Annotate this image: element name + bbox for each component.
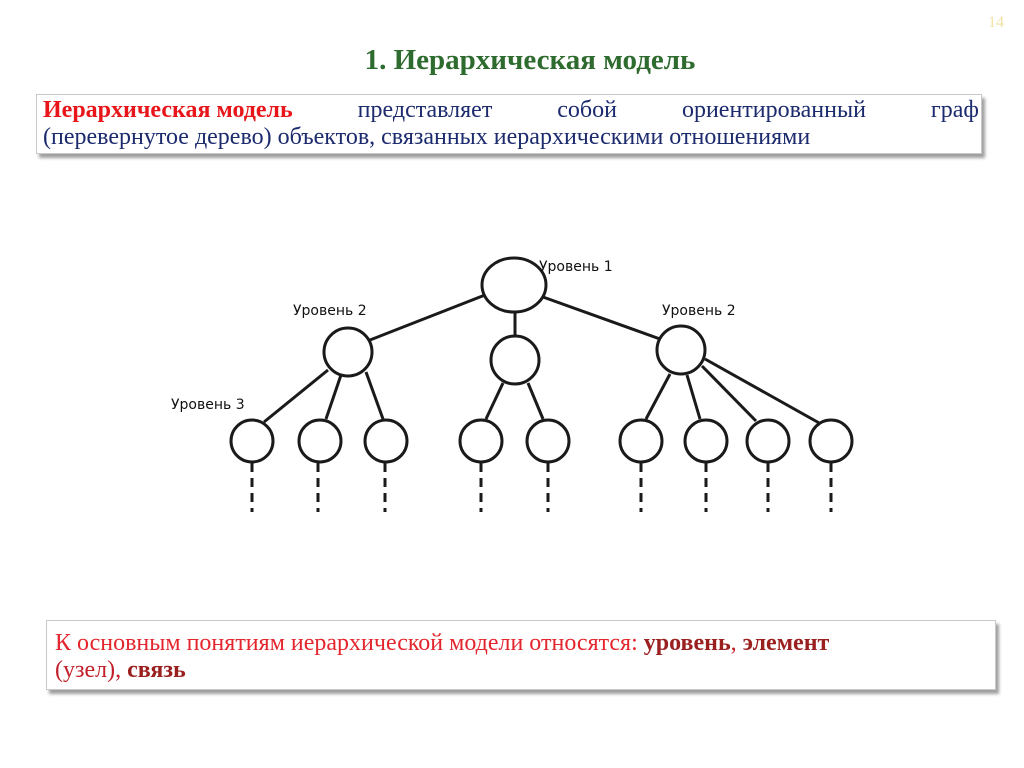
concepts-separator: , bbox=[730, 630, 737, 656]
definition-line-1: Иерархическая модель представляет собой … bbox=[43, 97, 979, 124]
edge-left-c1 bbox=[263, 368, 329, 424]
concepts-node-note: (узел), bbox=[55, 657, 122, 683]
definition-word-4: граф bbox=[930, 97, 979, 123]
edge-right-c1 bbox=[644, 373, 672, 420]
definition-word-2: собой bbox=[557, 97, 617, 123]
edge-root-left bbox=[369, 293, 486, 342]
node-level3-9 bbox=[808, 418, 854, 464]
edge-left-c2 bbox=[324, 374, 343, 420]
definition-line-2: (перевернутое дерево) объектов, связанны… bbox=[43, 124, 811, 150]
concept-element: элемент bbox=[742, 630, 830, 656]
node-level2-left bbox=[322, 326, 374, 378]
definition-box: Иерархическая модель представляет собой … bbox=[36, 94, 982, 154]
node-level3-6 bbox=[618, 418, 664, 464]
tree-edges bbox=[263, 293, 822, 426]
continuation-dashes bbox=[250, 463, 833, 512]
concept-level: уровень bbox=[643, 630, 731, 656]
concepts-box: К основным понятиям иерархической модели… bbox=[46, 620, 996, 690]
label-level2-left: Уровень 2 bbox=[293, 303, 367, 319]
node-level3-1 bbox=[229, 418, 275, 464]
edge-right-c2 bbox=[685, 374, 702, 420]
edge-mid-c2 bbox=[526, 382, 545, 420]
edge-right-c4 bbox=[704, 357, 822, 426]
node-level3-4 bbox=[458, 418, 504, 464]
node-level3-7 bbox=[683, 418, 729, 464]
definition-word-1: представляет bbox=[357, 97, 493, 123]
node-level3-8 bbox=[745, 418, 791, 464]
definition-term: Иерархическая модель bbox=[43, 97, 293, 123]
concept-link: связь bbox=[127, 657, 186, 683]
concepts-intro: К основным понятиям иерархической модели… bbox=[55, 630, 638, 656]
edge-mid-c1 bbox=[484, 382, 505, 420]
edge-left-c3 bbox=[364, 371, 385, 420]
definition-word-3: ориентированный bbox=[681, 97, 866, 123]
edge-right-c3 bbox=[700, 364, 758, 423]
label-level2-right: Уровень 2 bbox=[662, 303, 736, 319]
node-root bbox=[480, 256, 548, 314]
node-level2-right bbox=[655, 324, 707, 376]
slide-title: 1. Иерархическая модель bbox=[364, 44, 696, 76]
label-level1: Уровень 1 bbox=[539, 259, 613, 275]
node-level3-3 bbox=[363, 418, 409, 464]
node-level2-mid bbox=[489, 334, 541, 386]
label-level3: Уровень 3 bbox=[171, 397, 245, 413]
slide-number: 14 bbox=[988, 14, 1004, 31]
node-level3-5 bbox=[525, 418, 571, 464]
node-level3-2 bbox=[297, 418, 343, 464]
edge-root-right bbox=[542, 295, 661, 341]
tree-nodes bbox=[229, 256, 854, 464]
